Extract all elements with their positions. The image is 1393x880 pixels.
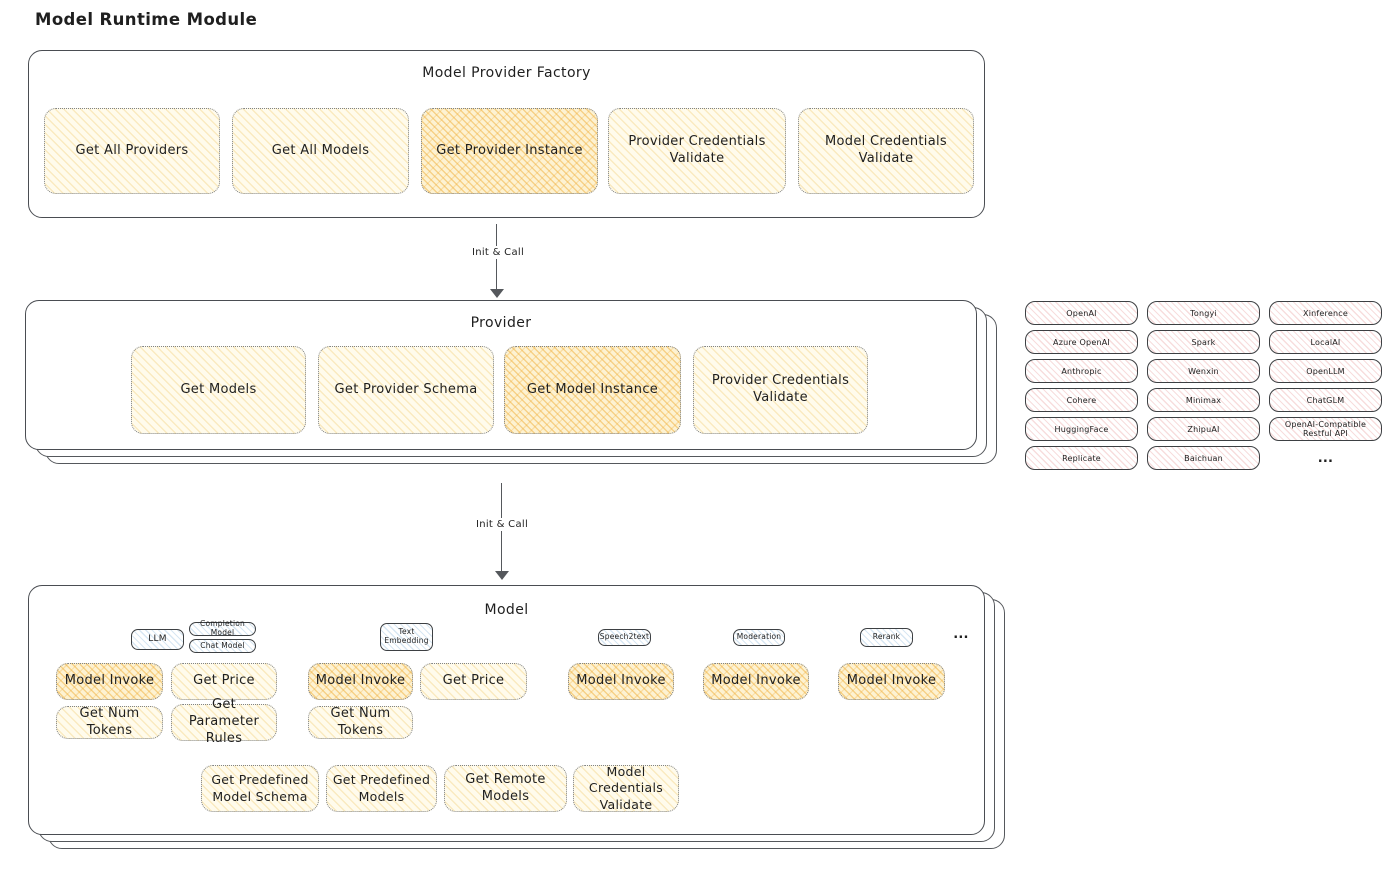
node-get-predefined-model-schema: Get Predefined Model Schema <box>201 765 319 812</box>
node-get-predefined-models: Get Predefined Models <box>326 765 437 812</box>
node-get-provider-schema: Get Provider Schema <box>318 346 494 434</box>
provider-box: Provider Get Models Get Provider Schema … <box>25 300 977 450</box>
model-box-title: Model <box>484 602 529 618</box>
provider-chip-spark: Spark <box>1147 330 1260 354</box>
arrow-head-icon <box>495 571 509 580</box>
tag-moderation: Moderation <box>733 629 785 646</box>
node-get-num-tokens-text-embedding: Get Num Tokens <box>308 706 413 739</box>
provider-chip-azure-openai: Azure OpenAI <box>1025 330 1138 354</box>
provider-chip-tongyi: Tongyi <box>1147 301 1260 325</box>
node-model-credentials-validate-factory: Model Credentials Validate <box>798 108 974 194</box>
node-get-models: Get Models <box>131 346 306 434</box>
node-model-invoke-moderation: Model Invoke <box>703 663 809 700</box>
provider-chip-ellipsis: ... <box>1317 450 1334 466</box>
node-model-credentials-validate-model: Model Credentials Validate <box>573 764 679 812</box>
provider-chip-cohere: Cohere <box>1025 388 1138 412</box>
node-get-provider-instance: Get Provider Instance <box>421 108 598 194</box>
provider-box-title: Provider <box>470 315 532 331</box>
tag-rerank: Rerank <box>860 628 913 647</box>
provider-chip-zhipuai: ZhipuAI <box>1147 417 1260 441</box>
arrow-label-init-call-1: Init & Call <box>466 246 530 259</box>
arrow-provider-to-model <box>495 483 509 580</box>
node-get-model-instance: Get Model Instance <box>504 346 681 434</box>
factory-box: Model Provider Factory Get All Providers… <box>28 50 985 218</box>
factory-box-title: Model Provider Factory <box>422 65 591 81</box>
provider-chip-openllm: OpenLLM <box>1269 359 1382 383</box>
provider-chip-huggingface: HuggingFace <box>1025 417 1138 441</box>
node-get-price-llm: Get Price <box>171 663 277 700</box>
tag-completion-model: Completion Model <box>189 620 256 637</box>
tag-text-embedding: Text Embedding <box>380 623 433 651</box>
provider-chip-xinference: Xinference <box>1269 301 1382 325</box>
provider-chip-baichuan: Baichuan <box>1147 446 1260 470</box>
provider-chip-openai: OpenAI <box>1025 301 1138 325</box>
tag-chat-model: Chat Model <box>189 639 256 653</box>
provider-chip-minimax: Minimax <box>1147 388 1260 412</box>
node-model-invoke-speech2text: Model Invoke <box>568 663 674 700</box>
model-box: Model LLM Completion Model Chat Model Te… <box>28 585 985 835</box>
provider-chip-anthropic: Anthropic <box>1025 359 1138 383</box>
arrow-label-init-call-2: Init & Call <box>470 518 534 531</box>
node-get-all-models: Get All Models <box>232 108 409 194</box>
node-model-invoke-rerank: Model Invoke <box>838 663 945 700</box>
tag-speech2text: Speech2text <box>598 629 651 646</box>
provider-chip-chatglm: ChatGLM <box>1269 388 1382 412</box>
node-provider-credentials-validate-provider: Provider Credentials Validate <box>693 346 868 434</box>
provider-list-grid: OpenAI Tongyi Xinference Azure OpenAI Sp… <box>1025 301 1382 470</box>
tag-llm: LLM <box>131 629 184 650</box>
provider-chip-wenxin: Wenxin <box>1147 359 1260 383</box>
node-get-all-providers: Get All Providers <box>44 108 220 194</box>
node-model-invoke-text-embedding: Model Invoke <box>308 663 413 700</box>
arrow-head-icon <box>490 289 504 298</box>
diagram-title: Model Runtime Module <box>35 10 258 29</box>
node-provider-credentials-validate-factory: Provider Credentials Validate <box>608 108 786 194</box>
node-get-remote-models: Get Remote Models <box>444 765 567 812</box>
node-get-num-tokens-llm: Get Num Tokens <box>56 706 163 739</box>
provider-chip-openai-compatible: OpenAI-Compatible Restful API <box>1269 417 1382 441</box>
arrow-factory-to-provider <box>490 224 504 298</box>
provider-chip-replicate: Replicate <box>1025 446 1138 470</box>
node-get-price-text-embedding: Get Price <box>420 663 527 700</box>
node-model-invoke-llm: Model Invoke <box>56 663 163 700</box>
tag-ellipsis: ... <box>953 627 969 643</box>
node-get-parameter-rules: Get Parameter Rules <box>171 697 277 746</box>
provider-chip-localai: LocalAI <box>1269 330 1382 354</box>
